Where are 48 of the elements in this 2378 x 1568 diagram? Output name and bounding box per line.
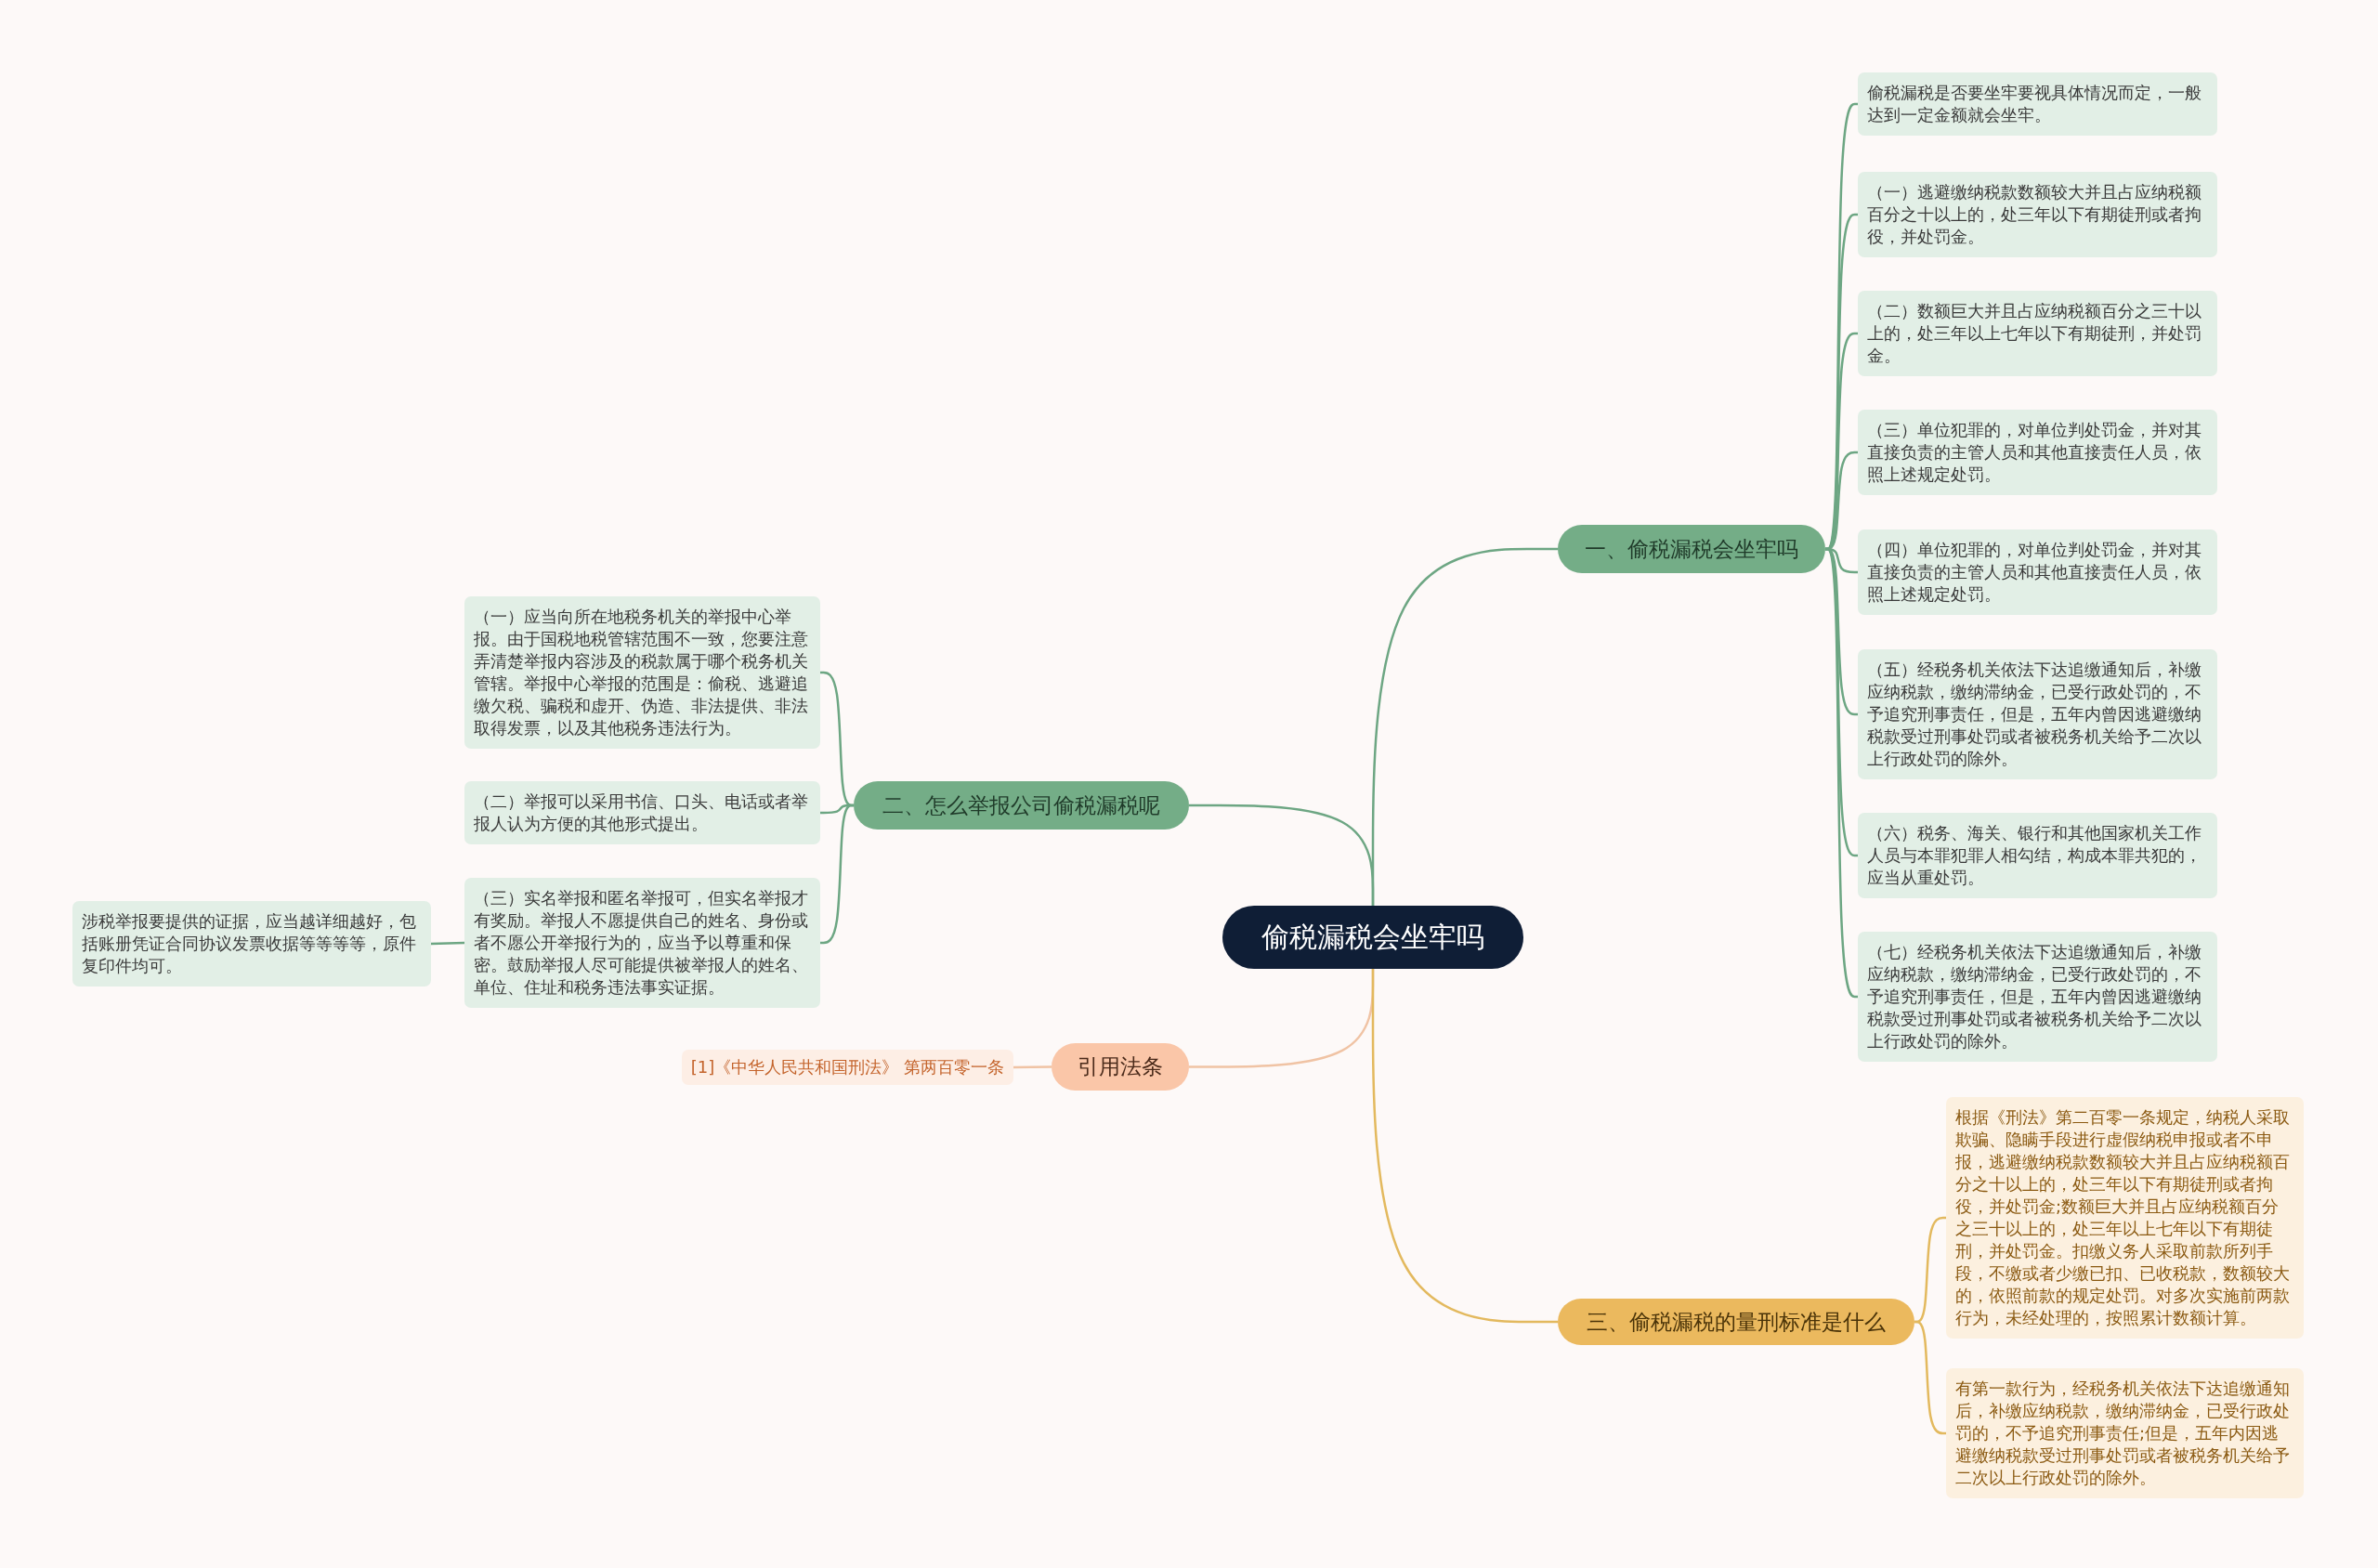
note-text: （七）经税务机关依法下达追缴通知后，补缴应纳税款，缴纳滞纳金，已受行政处罚的，不予追究刑事责任，但是，五年内曾因逃避缴纳税款受过刑事处罚或者被税务机关给予二次以上行政处罚的除外。 (1867, 942, 2202, 1051)
branch-topic (1052, 1043, 1189, 1091)
note-text: 涉税举报要提供的证据，应当越详细越好，包括账册凭证合同协议发票收据等等等等，原件复印件均可。 (82, 911, 416, 975)
note-text: （二）数额巨大并且占应纳税额百分之三十以上的，处三年以上七年以下有期徒刑，并处罚金。 (1867, 301, 2202, 365)
topic-text: 偷税漏税会坐牢吗 (1261, 919, 1484, 955)
note-card (72, 901, 431, 987)
note-text: （二）举报可以采用书信、口头、电话或者举报人认为方便的其他形式提出。 (474, 791, 808, 833)
topic-text: 一、偷税漏税会坐牢吗 (1585, 535, 1798, 563)
note-text: （三）实名举报和匿名举报可，但实名举报才有奖励。举报人不愿提供自己的姓名、身份或者不愿公开举报行为的，应当予以尊重和保密。鼓励举报人尽可能提供被举报人的姓名、单位、住址和税务违法事实证据。 (474, 888, 808, 997)
connector-line (820, 804, 854, 945)
connector-line (1824, 547, 1859, 999)
connector-line (1371, 969, 1558, 1324)
note-card (1858, 649, 2217, 779)
note-card (1946, 1368, 2304, 1498)
note-card (1858, 529, 2217, 615)
connector-line (1825, 332, 1858, 551)
connector-line (820, 671, 854, 807)
note-text: （一）应当向所在地税务机关的举报中心举报。由于国税地税管辖范围不一致，您要注意弄清楚举报内容涉及的税款属于哪个税务机关管辖。举报中心举报的范围是：偷税、逃避追缴欠税、骗税和虚开、伪造、非法提供、非法取得发票，以及其他税务违法行为。 (474, 607, 808, 738)
citation-text: [1]《中华人民共和国刑法》 第两百零一条 (690, 1057, 1004, 1077)
branch-topic (1558, 1299, 1914, 1345)
note-card (464, 781, 820, 844)
note-card (1858, 172, 2217, 257)
topic-text: 三、偷税漏税的量刑标准是什么 (1587, 1308, 1886, 1336)
topic-text: 引用法条 (1078, 1053, 1163, 1080)
note-text: （一）逃避缴纳税款数额较大并且占应纳税额百分之十以上的，处三年以下有期徒刑或者拘役，并处罚金。 (1867, 182, 2202, 246)
note-card (1858, 932, 2217, 1062)
connector-line (1914, 1216, 1946, 1324)
note-card (1858, 813, 2217, 898)
note-text: （三）单位犯罪的，对单位判处罚金，并对其直接负责的主管人员和其他直接责任人员，依照上述规定处罚。 (1867, 420, 2202, 484)
note-card (464, 596, 820, 749)
note-text: 根据《刑法》第二百零一条规定，纳税人采取欺骗、隐瞒手段进行虚假纳税申报或者不申报，逃避缴纳税款数额较大并且占应纳税额百分之十以上的，处三年以下有期徒刑或者拘役，并处罚金;数额巨大并且占应纳税额百分之三十以上的，处三年以上七年以下有期徒刑，并处罚金。扣缴义务人采取前款所列手段，不缴或者少缴已扣、已收税款，数额较大的，依照前款的规定处罚。对多次实施前两款行为，未经处理的，按照累计数额计算。 (1955, 1107, 2290, 1327)
note-card (464, 878, 820, 1008)
note-card (1858, 72, 2217, 136)
branch-topic (1558, 525, 1825, 573)
connector-line (1013, 1065, 1052, 1069)
note-card (1858, 410, 2217, 495)
note-text: （四）单位犯罪的，对单位判处罚金，并对其直接负责的主管人员和其他直接责任人员，依照上述规定处罚。 (1867, 540, 2202, 604)
connector-line (1189, 804, 1375, 906)
note-card (1858, 291, 2217, 376)
citation-card (681, 1050, 1013, 1085)
branch-topic (854, 781, 1189, 830)
note-text: （五）经税务机关依法下达追缴通知后，补缴应纳税款，缴纳滞纳金，已受行政处罚的，不予追究刑事责任，但是，五年内曾因逃避缴纳税款受过刑事处罚或者被税务机关给予二次以上行政处罚的除外。 (1867, 660, 2202, 768)
connector-line (1914, 1320, 1946, 1435)
note-text: 偷税漏税是否要坐牢要视具体情况而定，一般达到一定金额就会坐牢。 (1867, 83, 2202, 124)
connector-line (430, 941, 465, 946)
note-text: （六）税务、海关、银行和其他国家机关工作人员与本罪犯罪人相勾结，构成本罪共犯的，应当从重处罚。 (1867, 823, 2202, 887)
topic-text: 二、怎么举报公司偷税漏税呢 (882, 791, 1160, 819)
note-text: 有第一款行为，经税务机关依法下达追缴通知后，补缴应纳税款，缴纳滞纳金，已受行政处罚的，不予追究刑事责任;但是，五年内因逃避缴纳税款受过刑事处罚或者被税务机关给予二次以上行政处罚的除外。 (1955, 1379, 2290, 1487)
